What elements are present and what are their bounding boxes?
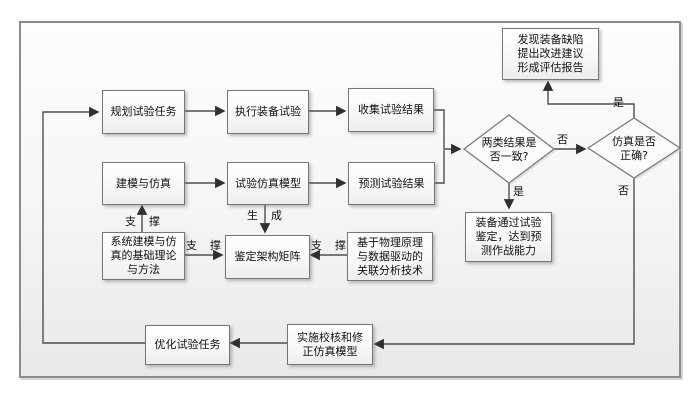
node-correlation-analysis-tech-label: 基于物理原理 与数据驱动的 关联分析技术 xyxy=(357,235,423,277)
edge-decision2-yes-to-report xyxy=(542,80,635,118)
decision-consistent-diamond xyxy=(463,114,555,184)
decision-consistent-label: 两类结果是 否一致? xyxy=(481,136,537,163)
node-basic-theory-methods-label: 系统建模与仿 真的基础理论 与方法 xyxy=(110,235,177,276)
edge-label-yes-to-pass: 是 xyxy=(513,185,524,198)
node-correlation-analysis-tech: 基于物理原理 与数据驱动的 关联分析技术 xyxy=(347,232,433,281)
edge-optimize-to-plan xyxy=(42,106,145,344)
node-execute-equipment-test-label: 执行装备试验 xyxy=(235,105,301,118)
edge-label-no-to-revise: 否 xyxy=(618,184,629,197)
edge-label-no-between-decisions: 否 xyxy=(557,133,568,146)
node-modeling-and-simulation-label: 建模与仿真 xyxy=(116,176,171,190)
edge-label-support-tech-matrix: 支撑 xyxy=(311,239,359,252)
node-test-simulation-model-label: 试验仿真模型 xyxy=(235,176,301,190)
node-defect-report-label: 发现装备缺陷 提出改进建议 形成评估报告 xyxy=(517,33,584,74)
node-pass-appraisal-label: 装备通过试验 鉴定，达到预 测作战能力 xyxy=(475,216,542,257)
edge-label-generate: 生成 xyxy=(247,209,295,222)
node-predict-test-results-label: 预测试验结果 xyxy=(358,176,425,190)
node-appraisal-architecture-matrix-label: 鉴定架构矩阵 xyxy=(234,250,301,263)
decision-sim-correct-diamond xyxy=(586,117,682,179)
edge-label-support-theory-matrix: 支撑 xyxy=(186,239,234,252)
node-appraisal-architecture-matrix: 鉴定架构矩阵 xyxy=(225,235,310,279)
node-collect-test-results-label: 收集试验结果 xyxy=(358,103,424,116)
decision-sim-correct-label: 仿真是否 正确? xyxy=(612,135,656,162)
node-execute-equipment-test: 执行装备试验 xyxy=(227,90,309,134)
decision-shapes xyxy=(463,114,682,185)
node-predict-test-results: 预测试验结果 xyxy=(348,162,435,205)
edge-decision2-no-to-revise xyxy=(373,178,635,350)
edge-label-yes-to-report: 是 xyxy=(613,96,624,109)
node-defect-report: 发现装备缺陷 提出改进建议 形成评估报告 xyxy=(502,28,599,80)
node-modeling-and-simulation: 建模与仿真 xyxy=(102,162,185,205)
node-revise-simulation-model: 实施校核和修 正仿真模型 xyxy=(287,324,373,365)
node-plan-test-tasks-label: 规划试验任务 xyxy=(110,105,177,118)
node-basic-theory-methods: 系统建模与仿 真的基础理论 与方法 xyxy=(102,232,185,280)
edge-predict-merge xyxy=(433,150,445,184)
node-revise-simulation-model-label: 实施校核和修 正仿真模型 xyxy=(297,330,363,358)
node-optimize-test-tasks: 优化试验任务 xyxy=(145,325,230,365)
node-pass-appraisal: 装备通过试验 鉴定，达到预 测作战能力 xyxy=(465,212,552,262)
node-optimize-test-tasks-label: 优化试验任务 xyxy=(154,338,221,351)
node-collect-test-results: 收集试验结果 xyxy=(348,88,434,132)
node-plan-test-tasks: 规划试验任务 xyxy=(102,90,185,134)
edge-label-support-theory-modeling: 支撑 xyxy=(125,215,173,228)
node-test-simulation-model: 试验仿真模型 xyxy=(227,162,309,205)
edge-collect-to-decision1 xyxy=(432,109,462,155)
